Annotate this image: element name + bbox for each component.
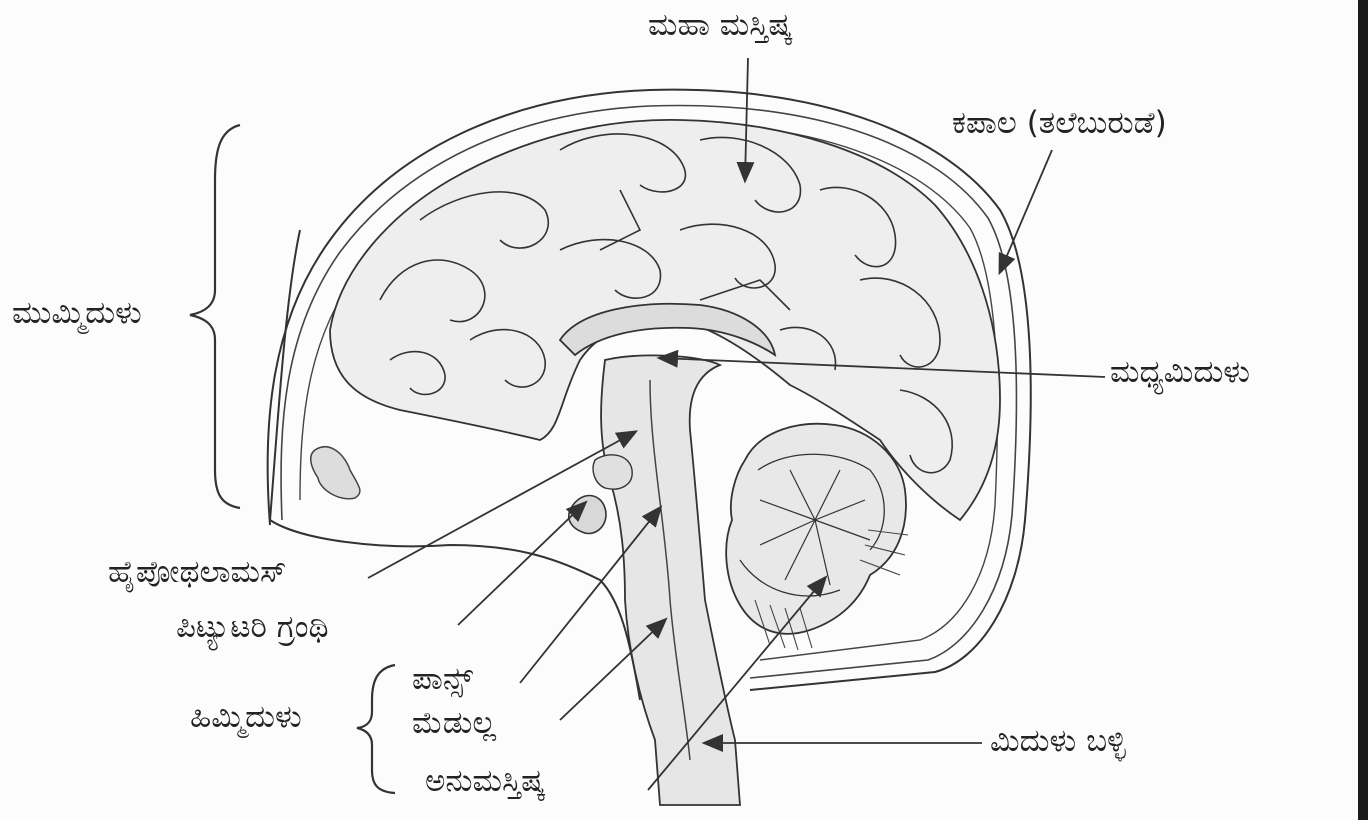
label-spinal-cord: ಮಿದುಳು ಬಳ್ಳಿ [990, 726, 1126, 757]
brain-stem [601, 355, 740, 805]
label-midbrain: ಮಧ್ಯಮಿದುಳು [1110, 357, 1250, 388]
pointer-skull [1000, 150, 1052, 272]
label-cerebellum: ಅನುಮಸ್ತಿಷ್ಕ [425, 766, 545, 797]
label-medulla: ಮೆಡುಲ್ಲ [412, 708, 496, 739]
page-edge [1358, 0, 1368, 820]
hypothalamus-shape [593, 455, 632, 489]
label-hypothalamus: ಹೈಪೋಥಲಾಮಸ್ [108, 557, 287, 588]
label-pons: ಪಾನ್ಸ್ [412, 664, 473, 695]
label-forebrain: ಮುಮ್ಮಿದುಳು [12, 298, 142, 329]
cerebellum-shape [726, 424, 908, 650]
label-pituitary: ಪಿಟ್ಯುಟರಿ ಗ್ರಂಥಿ [176, 612, 329, 643]
hindbrain-bracket [357, 665, 395, 793]
forebrain-bracket [190, 125, 240, 508]
label-skull: ಕಪಾಲ (ತಲೆಬುರುಡೆ) [952, 108, 1167, 139]
frontal-sinus [311, 447, 360, 499]
label-cerebrum: ಮಹಾ ಮಸ್ತಿಷ್ಕ [648, 10, 792, 41]
label-hindbrain: ಹಿಮ್ಮಿದುಳು [190, 702, 302, 733]
